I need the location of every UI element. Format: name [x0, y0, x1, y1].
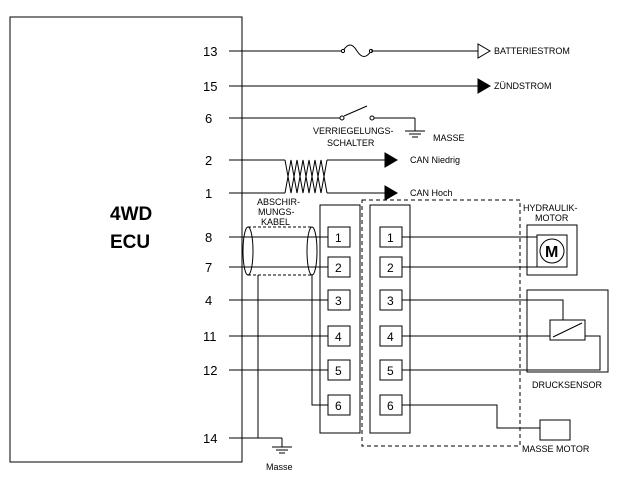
- pin-7: 7: [205, 260, 212, 275]
- pin-13: 13: [203, 44, 217, 59]
- pin-4: 4: [205, 293, 212, 308]
- can-high-arrow: [384, 185, 398, 201]
- connector-right-pin: 6: [387, 399, 394, 413]
- shield-label-line1: ABSCHIR-: [257, 197, 300, 207]
- connector-left-cells: [327, 226, 351, 416]
- lock-switch-line: [229, 105, 425, 138]
- pin-6: 6: [205, 111, 212, 126]
- connector-right-pin: 2: [387, 261, 394, 275]
- battery-arrow: [477, 43, 491, 59]
- ignition-label: ZÜNDSTROM: [494, 81, 552, 91]
- connector-left: [319, 204, 361, 434]
- switch-label-line2: SCHALTER: [327, 138, 375, 148]
- pin-1: 1: [205, 186, 212, 201]
- motor-label-line2: MOTOR: [535, 213, 569, 223]
- connector-left-pin: 6: [335, 399, 342, 413]
- pin-15: 15: [203, 79, 217, 94]
- module-outline: [361, 199, 521, 447]
- shield-label-line3: KABEL: [261, 217, 290, 227]
- can-low-arrow: [384, 152, 398, 168]
- ecu-title-line2: ECU: [110, 232, 150, 253]
- can-high-label: CAN Hoch: [410, 188, 453, 198]
- connector-left-pin: 1: [335, 231, 342, 245]
- motor-inner: [536, 234, 568, 268]
- masse-motor-box: [539, 419, 571, 441]
- pressure-sensor-label: DRUCKSENSOR: [532, 380, 603, 390]
- masse-bottom-label: Masse: [266, 462, 293, 472]
- can-lines: [229, 152, 398, 201]
- battery-label: BATTERIESTROM: [494, 46, 570, 56]
- pin-12: 12: [203, 363, 217, 378]
- connector-left-pin: 4: [335, 330, 342, 344]
- can-low-label: CAN Niedrig: [410, 155, 460, 165]
- connector-right: [369, 204, 411, 434]
- ignition-line: [229, 78, 491, 94]
- connector-left-pin: 5: [335, 364, 342, 378]
- motor-m-label: M: [545, 244, 558, 261]
- connector-left-pin: 2: [335, 261, 342, 275]
- shield-label-line2: MUNGS-: [258, 207, 295, 217]
- pin-8: 8: [205, 230, 212, 245]
- connector-right-cells: [379, 226, 403, 416]
- connector-right-pin: 3: [387, 294, 394, 308]
- pin-2: 2: [205, 153, 212, 168]
- pressure-sensor-box: [526, 289, 609, 373]
- wire-connector-pin6: [311, 275, 328, 406]
- shielded-cable: [229, 226, 328, 438]
- ecu-box: [9, 16, 243, 463]
- connector-right-pin: 1: [387, 231, 394, 245]
- pin-14: 14: [203, 431, 217, 446]
- masse-motor-label: MASSE MOTOR: [522, 444, 590, 454]
- motor-symbol: [539, 238, 565, 264]
- motor-label-line1: HYDRAULIK-: [523, 203, 578, 213]
- connector-right-pin: 5: [387, 364, 394, 378]
- connector-right-pin: 4: [387, 330, 394, 344]
- ground-pin14: [229, 437, 292, 454]
- wire-out-3: [402, 299, 564, 320]
- wire-out-6: [402, 404, 540, 429]
- motor-box: [526, 224, 578, 276]
- pin-11: 11: [203, 329, 217, 344]
- switch-label-line1: VERRIEGELUNGS-: [313, 126, 394, 136]
- connector-left-pin: 3: [335, 294, 342, 308]
- wire-out-5: [402, 335, 601, 371]
- battery-line: [229, 43, 491, 59]
- masse-switch-label: MASSE: [433, 133, 465, 143]
- ignition-arrow: [477, 78, 491, 94]
- ecu-title-line1: 4WD: [110, 204, 152, 225]
- pressure-sensor-element: [549, 319, 586, 341]
